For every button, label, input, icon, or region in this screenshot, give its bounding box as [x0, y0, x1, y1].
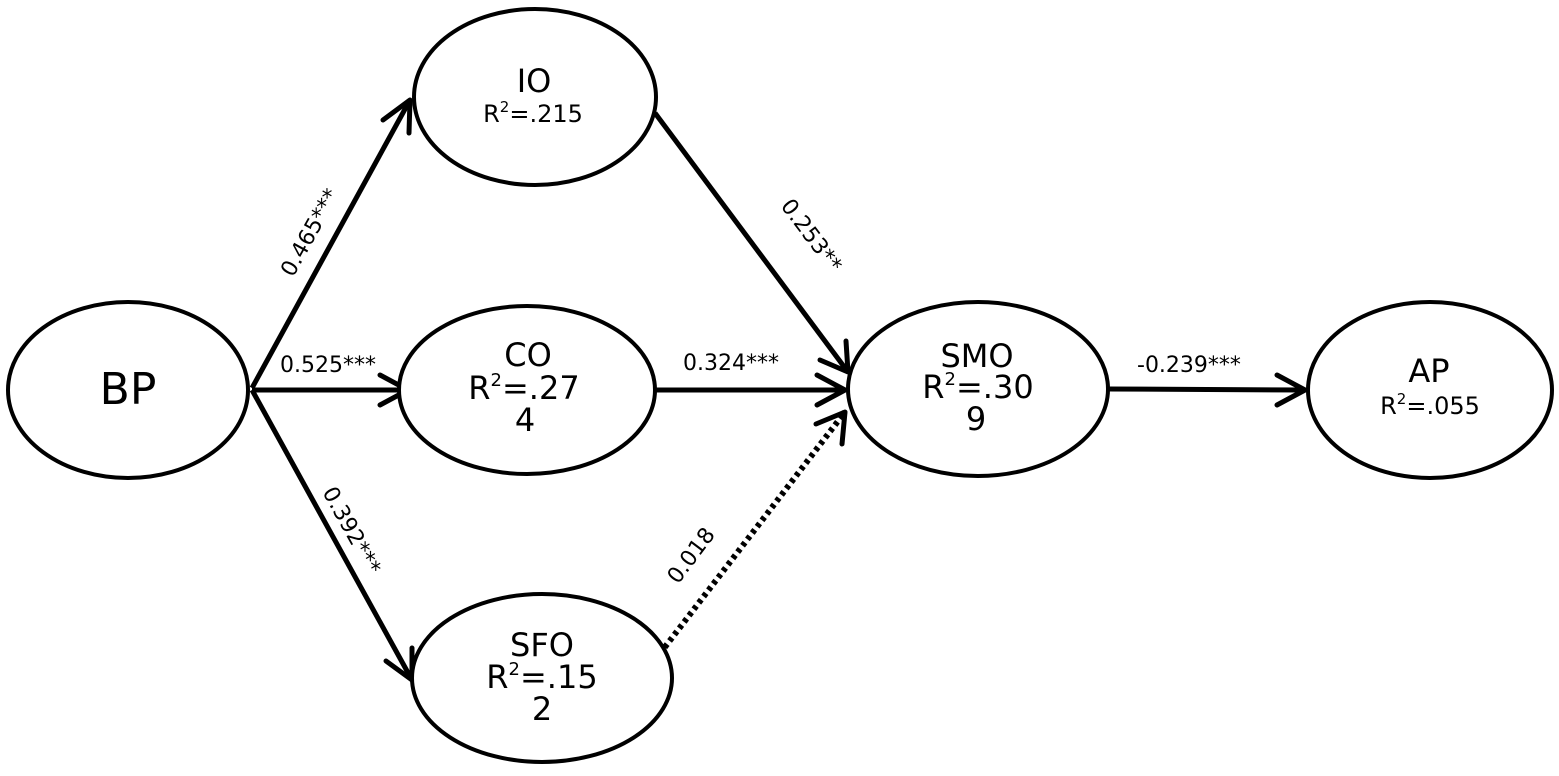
- node-io: IO R2=.215: [412, 7, 658, 187]
- node-sfo-r2: R2=.15: [486, 658, 597, 696]
- arrowhead-co-smo: [814, 372, 848, 408]
- coef-bp-co: 0.525***: [280, 353, 376, 378]
- node-smo-shape: [846, 300, 1110, 478]
- coef-sfo-smo: 0.018: [663, 523, 721, 588]
- node-ap-shape: [1306, 300, 1554, 480]
- edge-bp-io: [249, 98, 413, 390]
- node-ap-label: AP: [1408, 352, 1449, 390]
- edge-smo-ap: [1107, 386, 1306, 393]
- node-co-label: CO: [504, 336, 552, 374]
- node-io-r2: R2=.215: [483, 98, 583, 128]
- node-ap-r2: R2=.055: [1380, 390, 1480, 420]
- arrowhead-bp-io: [380, 97, 413, 136]
- coef-smo-ap: -0.239***: [1137, 353, 1241, 378]
- coef-io-smo: 0.253**: [775, 195, 846, 278]
- edges: [249, 97, 1308, 683]
- arrowhead-io-smo: [817, 338, 851, 375]
- node-bp-label: BP: [100, 364, 157, 415]
- node-sfo-r2-wrap: 2: [532, 690, 552, 728]
- node-ap: AP R2=.055: [1306, 300, 1554, 480]
- node-smo: SMO R2=.30 9: [846, 300, 1110, 478]
- arrowhead-smo-ap: [1274, 372, 1308, 408]
- node-smo-r2: R2=.30: [922, 368, 1033, 406]
- coef-co-smo: 0.324***: [683, 351, 779, 376]
- node-co: CO R2=.27 4: [397, 304, 657, 476]
- edge-io-smo: [652, 111, 851, 374]
- arrowhead-sfo-smo: [813, 409, 848, 447]
- node-smo-r2-wrap: 9: [966, 400, 986, 438]
- node-sfo: SFO R2=.15 2: [410, 592, 674, 764]
- node-co-shape: [397, 304, 657, 476]
- node-sfo-label: SFO: [510, 626, 574, 664]
- node-io-label: IO: [517, 62, 552, 100]
- node-io-shape: [412, 7, 658, 187]
- node-co-r2-wrap: 4: [515, 401, 535, 439]
- node-co-r2: R2=.27: [468, 369, 579, 407]
- edge-sfo-smo: [652, 410, 848, 662]
- node-bp: BP: [6, 300, 250, 480]
- node-sfo-shape: [410, 592, 674, 764]
- edge-bp-sfo: [249, 388, 415, 682]
- node-smo-label: SMO: [940, 337, 1013, 375]
- node-bp-shape: [6, 300, 250, 480]
